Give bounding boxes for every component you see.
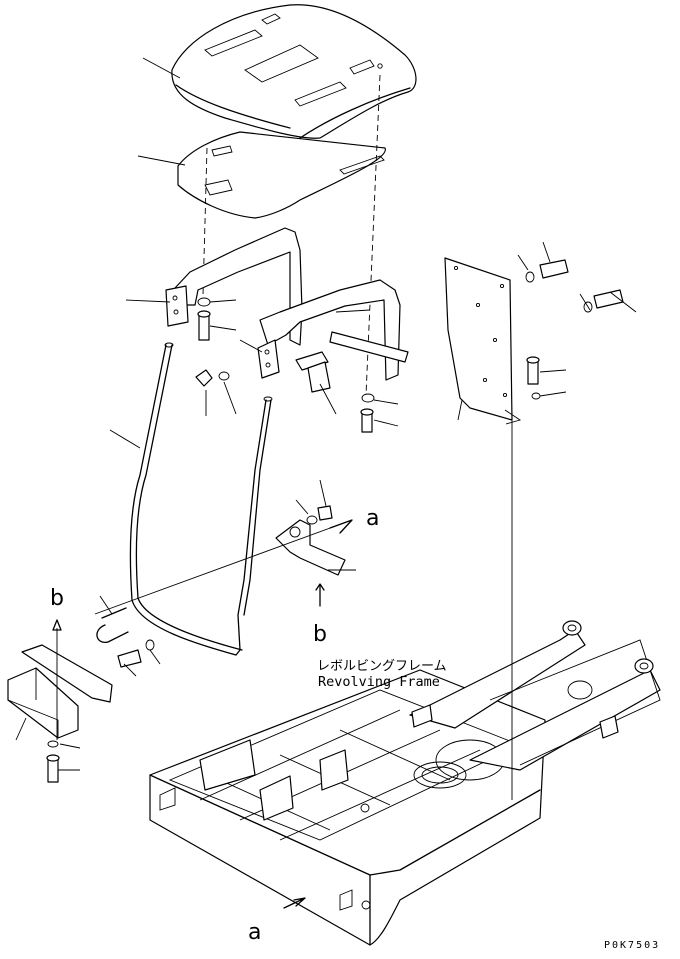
frame-label-english: Revolving Frame: [318, 674, 440, 690]
guide-line-a: [94, 519, 353, 615]
step-bracket: [7, 644, 113, 783]
arrow-b-left: [52, 619, 62, 631]
view-marker-b-left: b: [50, 586, 64, 611]
u-bolt: [96, 607, 155, 668]
insulation-sheet: [177, 131, 386, 219]
side-plate: [444, 257, 522, 425]
view-marker-a-bottom: a: [248, 920, 262, 945]
mounting-bracket: [275, 505, 346, 576]
revolving-frame: [149, 620, 661, 946]
arrow-b-center: [315, 583, 325, 607]
figure-code: P0K7503: [604, 940, 661, 951]
handrail: [129, 342, 273, 656]
arrow-a-top: [329, 519, 353, 534]
view-marker-b-center: b: [313, 622, 327, 647]
view-marker-a-top: a: [366, 506, 380, 531]
frame-label-japanese: レボルビングフレーム: [317, 659, 447, 674]
engine-cover: [171, 4, 417, 139]
fasteners: [195, 297, 375, 433]
align-line-2: [365, 74, 381, 396]
bolts-right: [525, 259, 624, 400]
leader-lines: [15, 57, 637, 771]
arrow-a-bottom: [283, 897, 306, 909]
cover-support-frame: [165, 227, 409, 381]
